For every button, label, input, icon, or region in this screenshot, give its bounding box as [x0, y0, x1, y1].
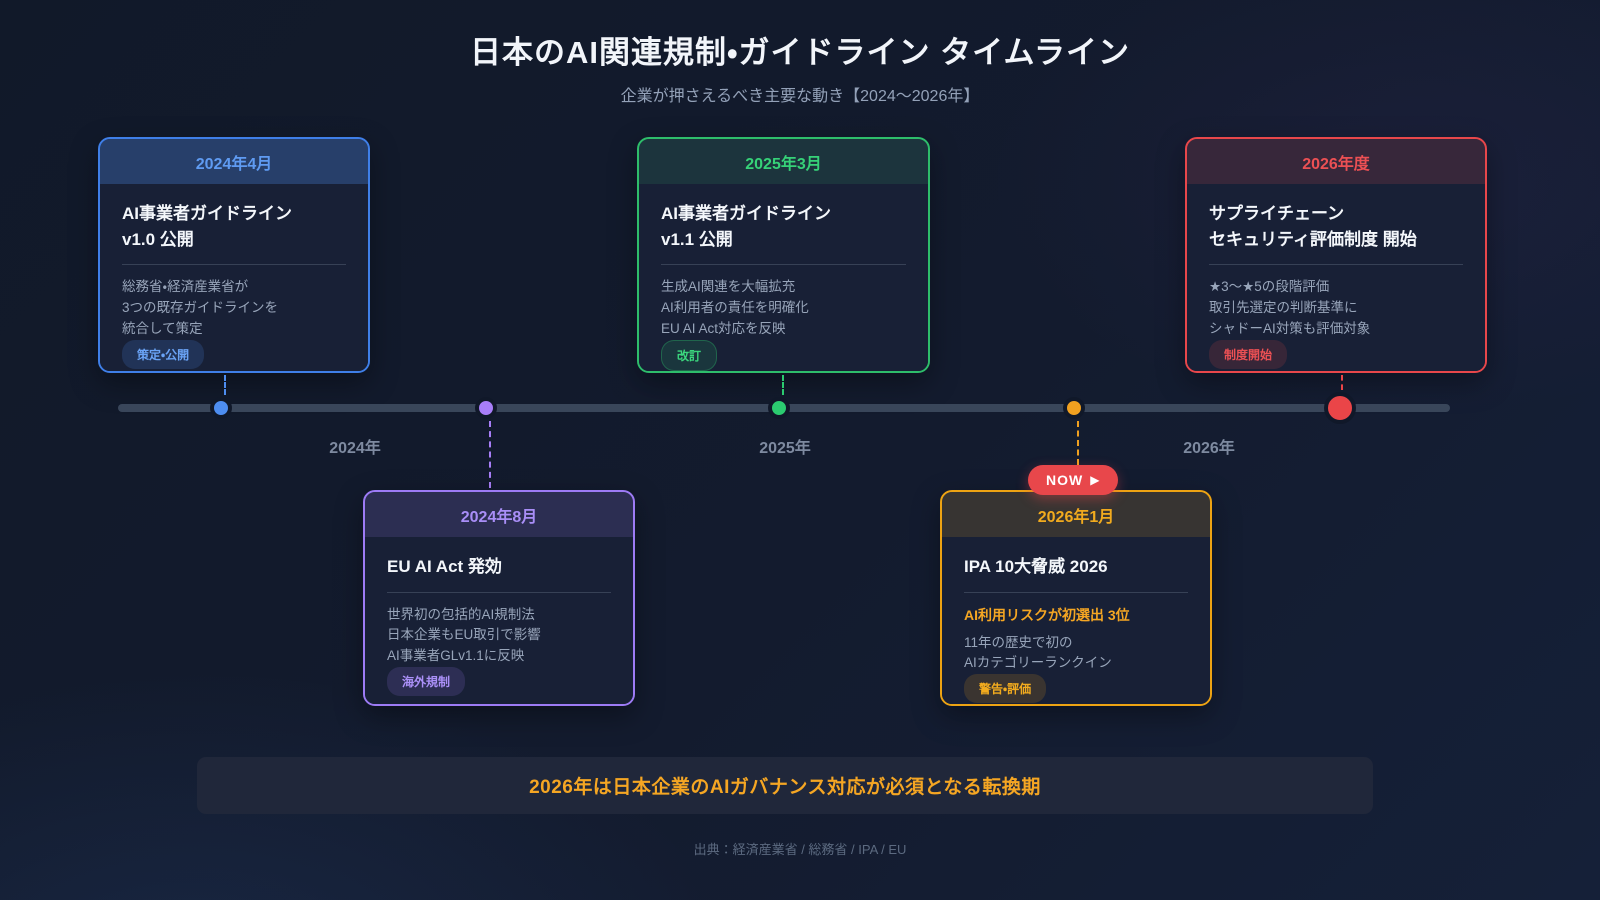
connector-orange	[1077, 421, 1079, 465]
event-badge: 制度開始	[1209, 339, 1288, 369]
divider	[1209, 264, 1463, 265]
page-title: 日本のAI関連規制・ガイドライン タイムライン	[470, 35, 1130, 70]
event-body: AI事業者ガイドライン v1.1 公開 生成AI関連を大幅拡充 AI利用者の責任…	[639, 184, 928, 371]
event-title: EU AI Act 発効	[387, 557, 502, 576]
event-date: 2024年4月	[100, 139, 368, 184]
timeline-dot-2026-fy	[1324, 392, 1356, 424]
event-description: ★3〜★5の段階評価 取引先選定の判断基準に シャドーAI対策も評価対象	[1209, 279, 1371, 336]
event-body: IPA 10大脅威 2026 AI利用リスクが初選出 3位 11年の歴史で初の …	[942, 537, 1210, 704]
connector-blue	[224, 375, 226, 395]
year-label-2024: 2024年	[329, 440, 381, 457]
event-badge: 海外規制	[387, 667, 466, 697]
now-marker: NOW ▶	[1028, 465, 1119, 495]
year-label-2026: 2026年	[1183, 440, 1235, 457]
timeline-dot-2024-08	[475, 397, 497, 419]
event-card-guidelines-v11: 2025年3月 AI事業者ガイドライン v1.1 公開 生成AI関連を大幅拡充 …	[637, 137, 930, 373]
event-badge: 改訂	[661, 339, 718, 371]
conclusion-banner: 2026年は日本企業のAIガバナンス対応が必須となる転換期	[197, 757, 1373, 814]
event-description: 総務省・経済産業省が 3つの既存ガイドラインを 統合して策定	[122, 279, 279, 336]
event-body: EU AI Act 発効 世界初の包括的AI規制法 日本企業もEU取引で影響 A…	[365, 537, 633, 704]
event-card-eu-ai-act: 2024年8月 EU AI Act 発効 世界初の包括的AI規制法 日本企業もE…	[363, 490, 635, 706]
timeline-dot-2026-01	[1063, 397, 1085, 419]
event-title: IPA 10大脅威 2026	[964, 557, 1108, 576]
connector-red	[1341, 375, 1343, 390]
event-title: AI事業者ガイドライン v1.0 公開	[122, 204, 292, 249]
event-description: 世界初の包括的AI規制法 日本企業もEU取引で影響 AI事業者GLv1.1に反映	[387, 606, 541, 664]
event-title: AI事業者ガイドライン v1.1 公開	[661, 204, 831, 249]
play-icon: ▶	[1090, 473, 1101, 487]
timeline-dot-2025-03	[768, 397, 790, 419]
event-highlight: AI利用リスクが初選出 3位	[964, 606, 1130, 623]
event-body: サプライチェーン セキュリティ評価制度 開始 ★3〜★5の段階評価 取引先選定の…	[1187, 184, 1485, 371]
event-card-guidelines-v10: 2024年4月 AI事業者ガイドライン v1.0 公開 総務省・経済産業省が 3…	[98, 137, 370, 373]
divider	[387, 591, 611, 593]
divider	[661, 264, 906, 265]
event-date: 2024年8月	[365, 492, 633, 537]
year-label-2025: 2025年	[759, 440, 811, 457]
event-badge: 警告・評価	[964, 674, 1047, 704]
event-body: AI事業者ガイドライン v1.0 公開 総務省・経済産業省が 3つの既存ガイドラ…	[100, 184, 368, 371]
event-date: 2026年度	[1187, 139, 1485, 184]
event-date: 2026年1月	[942, 492, 1210, 537]
event-description: 生成AI関連を大幅拡充 AI利用者の責任を明確化 EU AI Act対応を反映	[661, 279, 809, 336]
now-label: NOW	[1046, 472, 1084, 488]
connector-purple	[489, 421, 491, 488]
page-subtitle: 企業が押さえるべき主要な動き【2024〜2026年】	[620, 88, 980, 105]
divider	[122, 264, 346, 265]
connector-green	[782, 375, 784, 395]
source-attribution: 出典：経済産業省 / 総務省 / IPA / EU	[693, 842, 907, 857]
event-title: サプライチェーン セキュリティ評価制度 開始	[1209, 204, 1417, 249]
timeline-dot-2024-04	[210, 397, 232, 419]
event-date: 2025年3月	[639, 139, 928, 184]
event-description: 11年の歴史で初の AIカテゴリーランクイン	[964, 634, 1112, 671]
event-card-ipa-threats: 2026年1月 IPA 10大脅威 2026 AI利用リスクが初選出 3位 11…	[940, 490, 1212, 706]
divider	[964, 591, 1188, 593]
event-badge: 策定・公開	[122, 339, 205, 369]
event-card-supply-chain: 2026年度 サプライチェーン セキュリティ評価制度 開始 ★3〜★5の段階評価…	[1185, 137, 1487, 373]
